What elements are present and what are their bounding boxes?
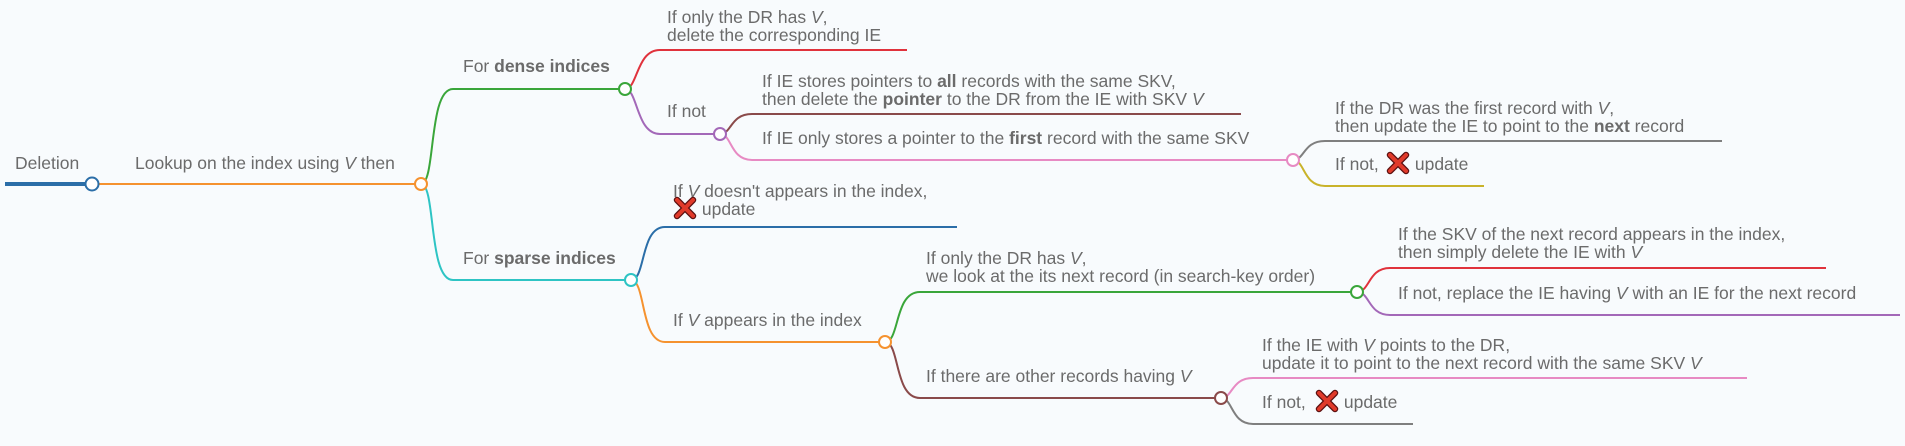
node-sparse-toggle[interactable]: [624, 273, 638, 287]
node-replace[interactable]: If not, replace the IE having V with an …: [1398, 283, 1856, 303]
node-skv-appears[interactable]: If the SKV of the next record appears in…: [1398, 224, 1785, 262]
not-first-suffix: update: [1410, 154, 1468, 174]
node-dense-toggle[interactable]: [618, 82, 632, 96]
node-dense-only-dr[interactable]: If only the DR has V,delete the correspo…: [667, 7, 881, 45]
not-first-prefix: If not,: [1335, 154, 1384, 174]
not-points-suffix: update: [1339, 392, 1397, 412]
node-dense-if-not[interactable]: If not: [667, 101, 706, 121]
node-dense-if-not-toggle[interactable]: [713, 127, 727, 141]
node-in-index-toggle[interactable]: [878, 335, 892, 349]
not-in-index-line1: If V doesn't appears in the index,: [673, 181, 927, 201]
node-first-record-toggle[interactable]: [1286, 153, 1300, 167]
node-sparse-only-dr[interactable]: If only the DR has V,we look at the its …: [925, 248, 1315, 286]
labels: Deletion Lookup on the index using V the…: [15, 7, 1856, 413]
branch-not-in-index: [630, 226, 957, 281]
node-dense-indices[interactable]: For dense indices: [463, 56, 610, 76]
cross-mark-icon: [1315, 389, 1339, 413]
node-first-record[interactable]: If IE only stores a pointer to the first…: [762, 128, 1250, 148]
node-sparse-indices[interactable]: For sparse indices: [463, 248, 616, 268]
node-deletion[interactable]: Deletion: [15, 153, 79, 173]
node-lookup[interactable]: Lookup on the index using V then: [135, 153, 395, 173]
node-other-records[interactable]: If there are other records having V: [926, 366, 1194, 386]
not-in-index-suffix: update: [697, 199, 755, 219]
node-all-records[interactable]: If IE stores pointers to all records wit…: [762, 71, 1206, 109]
not-points-prefix: If not,: [1262, 392, 1311, 412]
node-not-first[interactable]: If not, update: [1335, 151, 1468, 175]
node-not-points[interactable]: If not, update: [1262, 389, 1397, 413]
node-step-toggle[interactable]: [414, 177, 428, 191]
node-sparse-only-dr-toggle[interactable]: [1350, 285, 1364, 299]
node-not-in-index[interactable]: If V doesn't appears in the index, updat…: [673, 181, 927, 220]
cross-mark-icon: [673, 196, 697, 220]
node-was-first[interactable]: If the DR was the first record with V,th…: [1335, 98, 1684, 136]
branch-dense: [420, 88, 625, 185]
junctions: [84, 82, 1364, 405]
node-root-toggle[interactable]: [84, 176, 100, 192]
node-in-index[interactable]: If V appears in the index: [673, 310, 862, 330]
node-other-records-toggle[interactable]: [1214, 391, 1228, 405]
node-points-to-dr[interactable]: If the IE with V points to the DR,update…: [1262, 335, 1704, 373]
cross-mark-icon: [1386, 151, 1410, 175]
